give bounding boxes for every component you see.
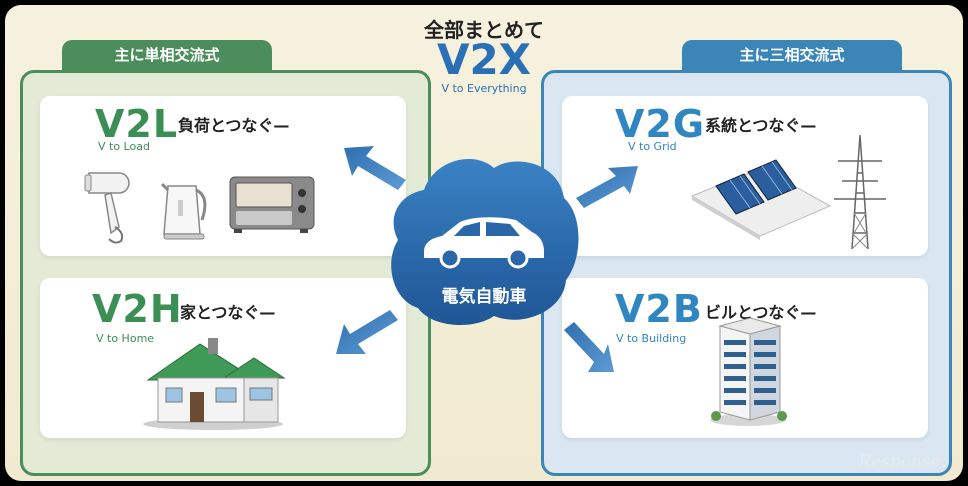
v2l-subtitle: V to Load: [98, 140, 150, 153]
single-phase-label: 主に単相交流式: [62, 40, 272, 70]
watermark: Response.: [858, 452, 946, 472]
center-label: 電気自動車: [441, 287, 527, 307]
arrow-icon-to-v2b: [564, 322, 614, 372]
building-icon: [710, 317, 787, 426]
power-tower-icon: [834, 134, 886, 250]
header-title: 全部まとめて: [424, 18, 544, 42]
house-icon: [143, 338, 286, 430]
v2b-subtitle: V to Building: [616, 332, 687, 345]
solar-panel-icon: [690, 159, 832, 240]
v2l-code: V2L: [95, 102, 179, 146]
v2h-description: 家とつなぐ—: [180, 303, 276, 322]
v2b-code: V2B: [615, 287, 703, 331]
v2g-subtitle: V to Grid: [628, 140, 677, 153]
arrow-icon-to-v2h: [336, 310, 398, 354]
three-phase-label: 主に三相交流式: [682, 40, 902, 70]
v2h-code: V2H: [92, 287, 183, 331]
arrow-icon-to-v2l: [344, 146, 406, 190]
car-icon: [424, 217, 544, 269]
v2g-code: V2G: [615, 102, 706, 146]
v2b-description: ビルとつなぐ—: [705, 303, 817, 322]
v2g-description: 系統とつなぐ—: [705, 116, 817, 135]
v2l-description: 負荷とつなぐ—: [178, 116, 290, 135]
hair-dryer-icon: [84, 172, 130, 244]
arrow-icon-to-v2g: [576, 166, 638, 208]
kettle-icon: [160, 182, 207, 240]
header-subtitle: V to Everything: [441, 82, 527, 95]
header-code: V2X: [436, 35, 532, 84]
v2h-subtitle: V to Home: [96, 332, 155, 345]
toaster-oven-icon: [229, 176, 315, 233]
